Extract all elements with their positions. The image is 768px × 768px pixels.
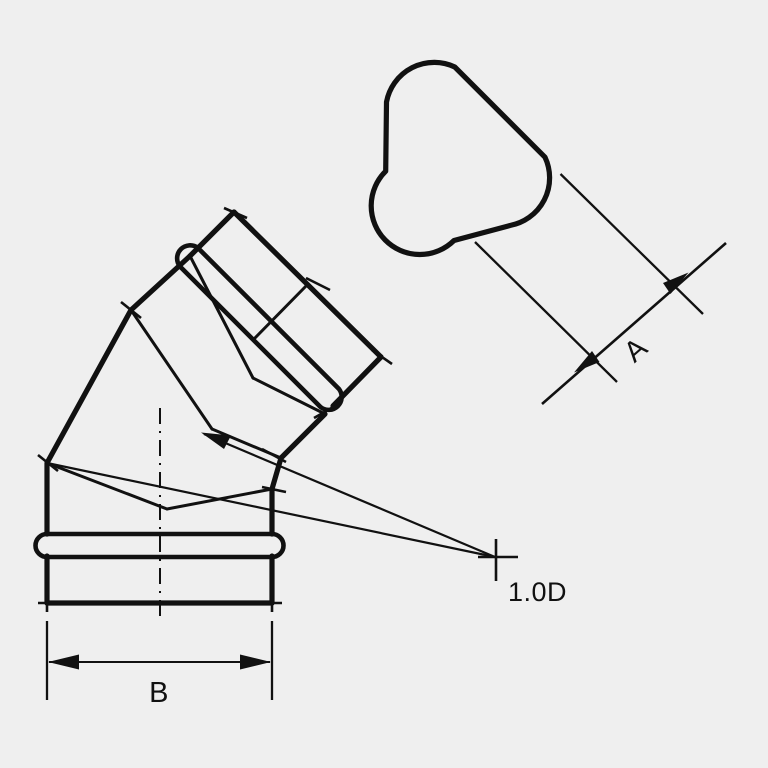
tick-mark-branch-end-upper [305,276,331,292]
dimension-b-arrow-right-icon [240,654,271,670]
radius-note-group: 1.0D [46,432,567,607]
radius-leader-line [203,432,496,559]
tick-mark-gore-vertex-lower-right [261,485,287,494]
elbow-branch-bead [174,243,344,413]
tick-mark-branch-end-right [371,348,393,366]
dimension-a-extension-line-upper [559,173,704,315]
radius-center-construction-line [46,461,496,559]
elbow-gore-seam-1 [45,461,169,511]
tick-mark-branch-lower [313,404,336,420]
dimension-b-arrow-left-icon [48,654,79,670]
radius-note-label: 1.0D [508,577,567,607]
pipe-end-view-stadium-icon [368,59,553,258]
dimension-a-label: A [618,332,654,369]
pipe-end-view-group [368,59,553,258]
elbow-gore-seam-3 [188,254,255,380]
tick-mark-branch-top [223,206,248,220]
tick-mark-gore-vertex-right [261,447,287,464]
dimension-b-label: B [149,677,169,709]
radius-leader-arrow-icon [201,432,231,449]
elbow-gore-seam-2 [129,308,214,431]
elbow-inner-right-profile [269,455,284,537]
elbow-branch-lower-edge [278,411,328,461]
dimension-a-measure-line [541,242,727,405]
dimension-b-group: B [45,621,274,709]
dimension-a-group: A [474,173,727,405]
elbow-bottom-bead [33,531,286,560]
elbow-branch-seam [252,282,310,341]
tick-mark-elbow-upper-left [120,300,142,320]
elbow-gore-seam-6 [251,376,327,416]
dimension-a-arrow-upper-icon [663,272,689,294]
dimension-a-arrow-lower-icon [574,351,600,373]
gored-elbow-group [33,206,393,622]
elbow-outer-left-profile [44,253,193,537]
